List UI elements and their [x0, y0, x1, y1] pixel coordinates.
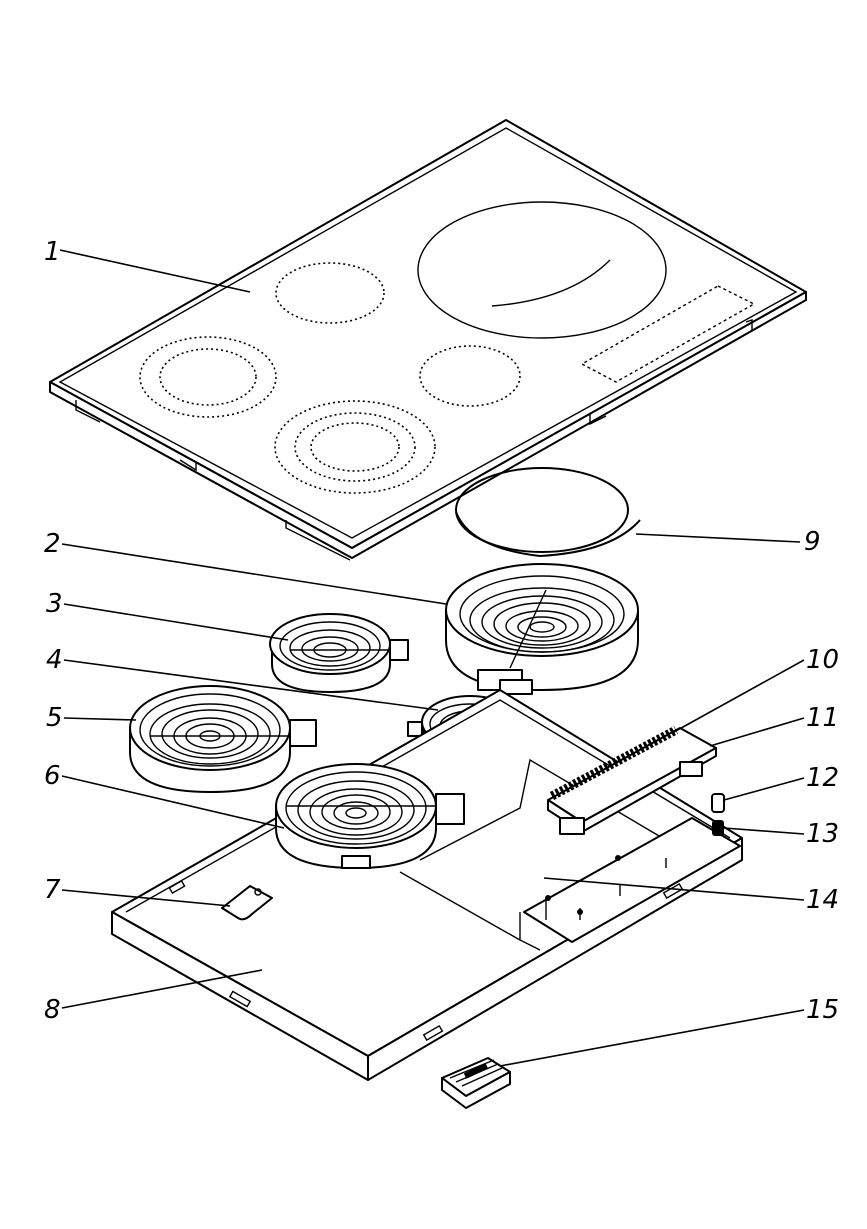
center-radiant-heater: [275, 763, 465, 869]
leader-15: [499, 1009, 805, 1067]
leader-2: [61, 543, 447, 605]
large-radiant-heater: [445, 563, 639, 695]
callout-14: 14: [806, 885, 839, 915]
callout-6: 6: [44, 761, 61, 791]
fuse-13: [712, 820, 724, 836]
leader-12: [723, 777, 805, 801]
callout-12: 12: [806, 763, 839, 793]
leader-1: [59, 249, 251, 293]
leader-14: [543, 877, 805, 901]
small-radiant-heater-rear: [269, 613, 409, 693]
leader-8: [61, 969, 263, 1009]
callout-9: 9: [804, 527, 821, 557]
callout-1: 1: [44, 237, 61, 267]
leader-4: [63, 659, 439, 711]
control-board: [547, 727, 717, 835]
callout-2: 2: [44, 529, 61, 559]
callout-11: 11: [806, 703, 839, 733]
callout-15: 15: [806, 995, 839, 1025]
leader-10: [673, 659, 805, 733]
callout-3: 3: [46, 589, 63, 619]
electronics-box: [523, 817, 741, 943]
callout-8: 8: [44, 995, 61, 1025]
leader-9: [635, 533, 801, 543]
clip: [221, 885, 273, 921]
callout-4: 4: [46, 645, 63, 675]
callout-10: 10: [806, 645, 839, 675]
sealing-ring: [455, 467, 641, 557]
fuse-12: [711, 793, 725, 813]
dual-radiant-heater: [129, 685, 317, 793]
callout-13: 13: [806, 819, 839, 849]
leader-6: [61, 775, 285, 829]
callout-7: 7: [44, 875, 61, 905]
leader-11: [709, 717, 805, 747]
callout-labels: 1 2 3 4 5 6 7 8 9 10 11 12 13 14 15: [44, 237, 839, 1025]
ribbon-cable: [549, 726, 679, 800]
terminal-block: [441, 1057, 511, 1109]
callout-5: 5: [46, 703, 63, 733]
glass-cooktop: [49, 119, 807, 561]
leader-3: [63, 603, 289, 641]
leader-13: [723, 827, 805, 835]
leader-7: [61, 889, 231, 907]
leader-5: [63, 717, 137, 721]
leader-lines: [59, 249, 805, 1067]
